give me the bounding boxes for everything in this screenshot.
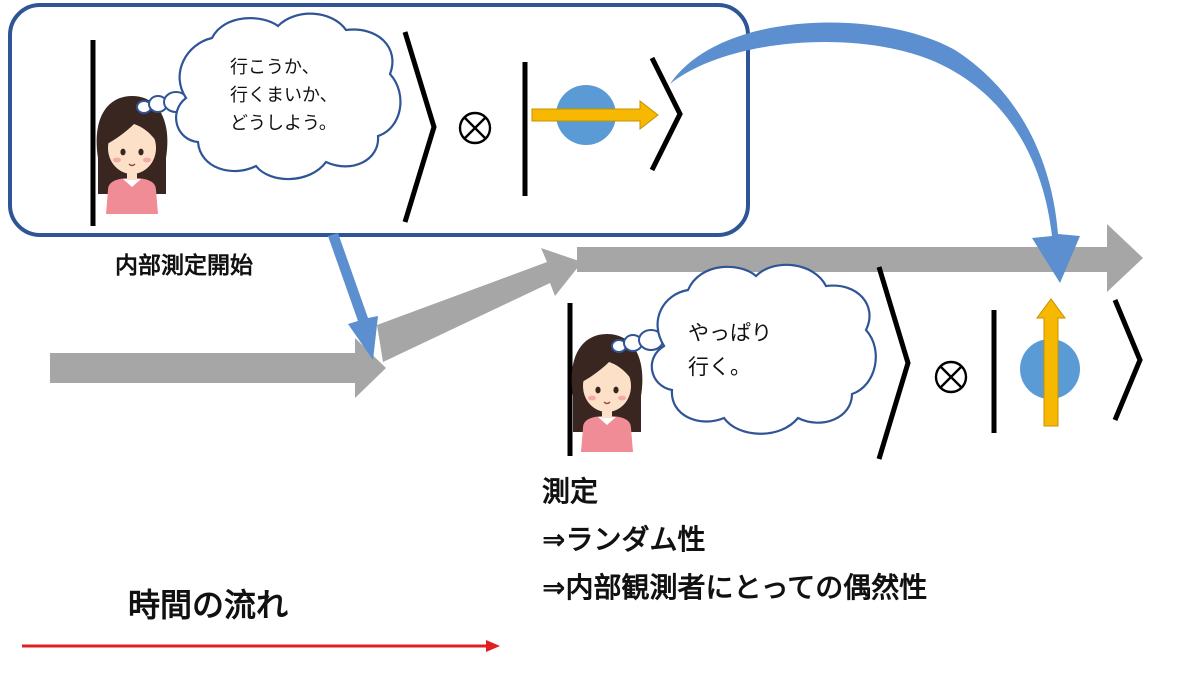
thought-text-top: 行こうか、 行くまいか、 どうしよう。 <box>230 54 338 138</box>
ket-right-angle-bottom-particle <box>1112 299 1143 421</box>
thought-line: 行くまいか、 <box>230 85 338 106</box>
randomness-label: ⇒ランダム性 <box>542 523 706 556</box>
spin-particle-icon-bottom <box>1020 298 1080 427</box>
ket-right-angle-bottom-person <box>876 266 911 460</box>
internal-measurement-start-label: 内部測定開始 <box>115 253 253 279</box>
thought-line: やっぱり <box>688 321 772 345</box>
measurement-start-arrow <box>328 233 378 360</box>
flow-of-time-label: 時間の流れ <box>128 586 289 624</box>
ket-right-angle-top-person <box>402 31 437 223</box>
thought-line: 行こうか、 <box>230 57 320 78</box>
timeline-arrow-segment-1 <box>50 338 386 398</box>
thought-text-bottom: やっぱり 行く。 <box>688 316 772 384</box>
spin-particle-icon <box>531 85 659 145</box>
timeline-arrow-segment-3 <box>577 224 1143 292</box>
tensor-product-icon-bottom <box>934 360 968 394</box>
ket-right-angle-top-particle <box>649 56 683 172</box>
timeline-arrow-segment-2 <box>377 248 582 362</box>
time-flow-arrow <box>22 640 500 652</box>
measurement-label: 測定 <box>542 475 599 508</box>
thought-line: 行く。 <box>688 355 751 379</box>
state-transfer-curved-arrow <box>670 22 1080 284</box>
thought-line: どうしよう。 <box>230 113 337 134</box>
thought-cloud-icon <box>136 12 402 181</box>
contingency-label: ⇒内部観測者にとっての偶然性 <box>542 571 928 604</box>
tensor-product-icon <box>458 111 492 145</box>
thought-cloud-icon-bottom <box>611 263 877 435</box>
